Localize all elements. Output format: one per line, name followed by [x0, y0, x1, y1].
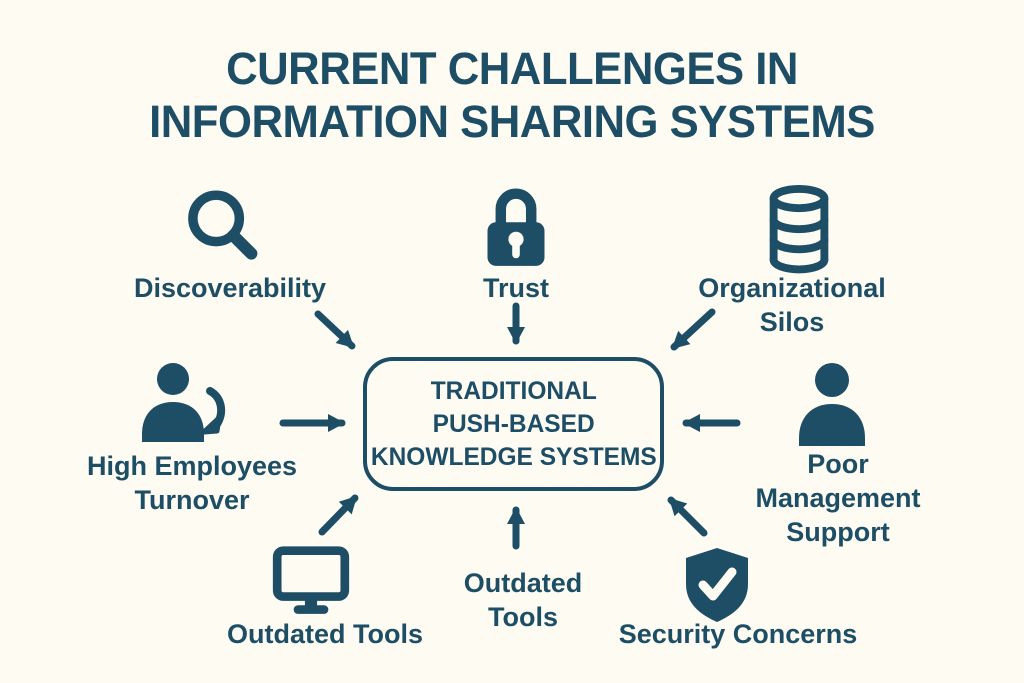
page-title-line2: INFORMATION SHARING SYSTEMS: [149, 96, 875, 147]
person-icon: [799, 363, 865, 446]
page-title: CURRENT CHALLENGES IN INFORMATION SHARIN…: [15, 42, 1008, 148]
shield-check-icon: [686, 548, 748, 622]
label-poor-management-support: Poor Management Support: [755, 449, 921, 547]
label-discoverability: Discoverability: [133, 273, 327, 303]
monitor-icon: [272, 546, 350, 614]
page-title-line1: CURRENT CHALLENGES IN: [226, 43, 798, 94]
central-box-line3: KNOWLEDGE SYSTEMS: [370, 442, 657, 471]
label-outdated-tools-center: Outdated Tools: [463, 568, 583, 632]
central-box-line1: TRADITIONAL: [430, 376, 597, 405]
arrow-discoverability: [314, 310, 356, 350]
database-icon: [769, 184, 829, 274]
arrow-security-concerns: [667, 496, 708, 537]
lock-icon: [487, 188, 545, 266]
label-high-employees-turnover: High Employees Turnover: [86, 451, 298, 515]
label-organizational-silos: Organizational Silos: [698, 273, 886, 337]
label-security-concerns: Security Concerns: [618, 619, 858, 649]
magnifier-icon: [188, 190, 258, 260]
person-turnover-icon: [142, 363, 225, 442]
label-outdated-tools-left: Outdated Tools: [227, 619, 423, 649]
label-trust: Trust: [482, 273, 549, 303]
central-box-line2: PUSH-BASED: [432, 409, 595, 438]
central-system-box: TRADITIONAL PUSH-BASED KNOWLEDGE SYSTEMS: [363, 357, 664, 491]
